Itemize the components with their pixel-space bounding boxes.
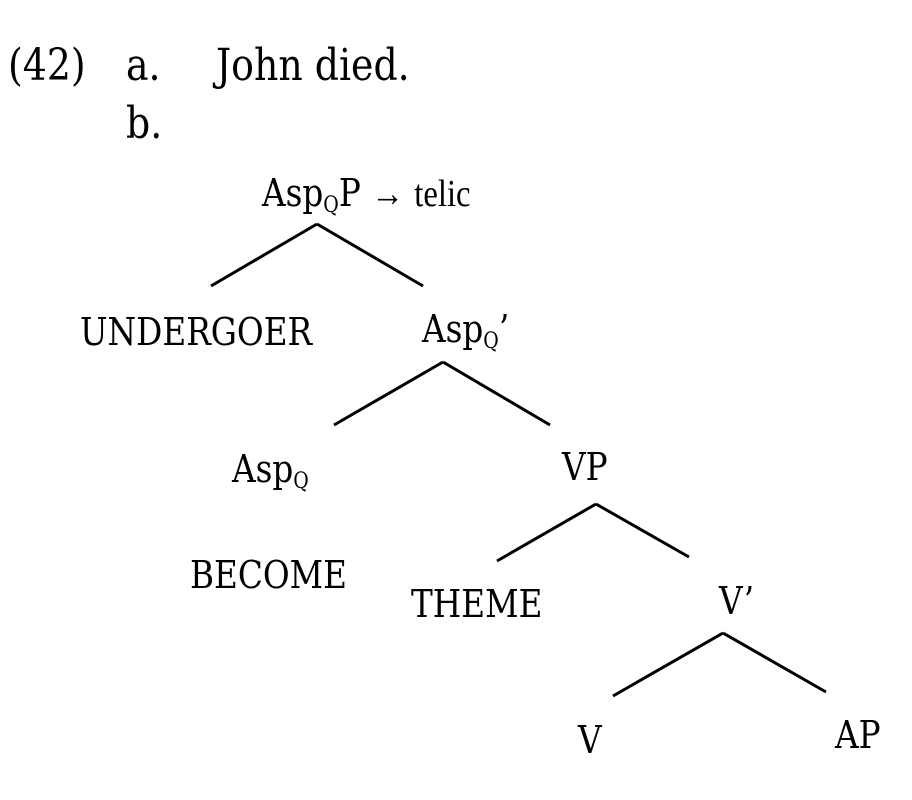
node-v: V — [578, 718, 602, 762]
node-ap: AP — [835, 713, 881, 757]
node-theme: THEME — [411, 582, 543, 626]
node-become: BECOME — [190, 553, 347, 597]
branch-vp-right — [595, 502, 690, 559]
node-aspqp-root: AspQP → telic — [262, 174, 471, 217]
asphead-head: Asp — [232, 447, 294, 491]
branch-vp-left — [496, 502, 597, 563]
root-head: Asp — [262, 171, 324, 215]
aspbar-subscript: Q — [483, 329, 499, 354]
example-number: (42) — [8, 40, 86, 91]
branch-aspbar-left — [333, 360, 444, 427]
root-subscript: Q — [323, 193, 339, 218]
arrow-icon: → — [371, 173, 404, 215]
item-a-label: a. — [126, 40, 161, 91]
item-b-label: b. — [126, 98, 163, 149]
node-aspq-bar: AspQ’ — [422, 310, 509, 353]
branch-vbar-left — [612, 631, 724, 698]
asphead-subscript: Q — [293, 469, 309, 494]
node-aspq-head: AspQ — [232, 450, 309, 493]
node-vp: VP — [562, 445, 608, 489]
branch-root-right — [316, 222, 424, 288]
aspbar-head: Asp — [422, 307, 484, 351]
item-a-sentence: John died. — [216, 40, 410, 91]
branch-vbar-right — [722, 631, 827, 694]
root-tail: P — [338, 171, 361, 215]
branch-aspbar-right — [442, 360, 551, 427]
branch-root-left — [210, 222, 318, 288]
aspbar-tail: ’ — [498, 307, 510, 351]
node-undergoer: UNDERGOER — [80, 310, 313, 354]
node-v-bar: V’ — [719, 579, 755, 623]
root-gloss: telic — [414, 173, 471, 215]
